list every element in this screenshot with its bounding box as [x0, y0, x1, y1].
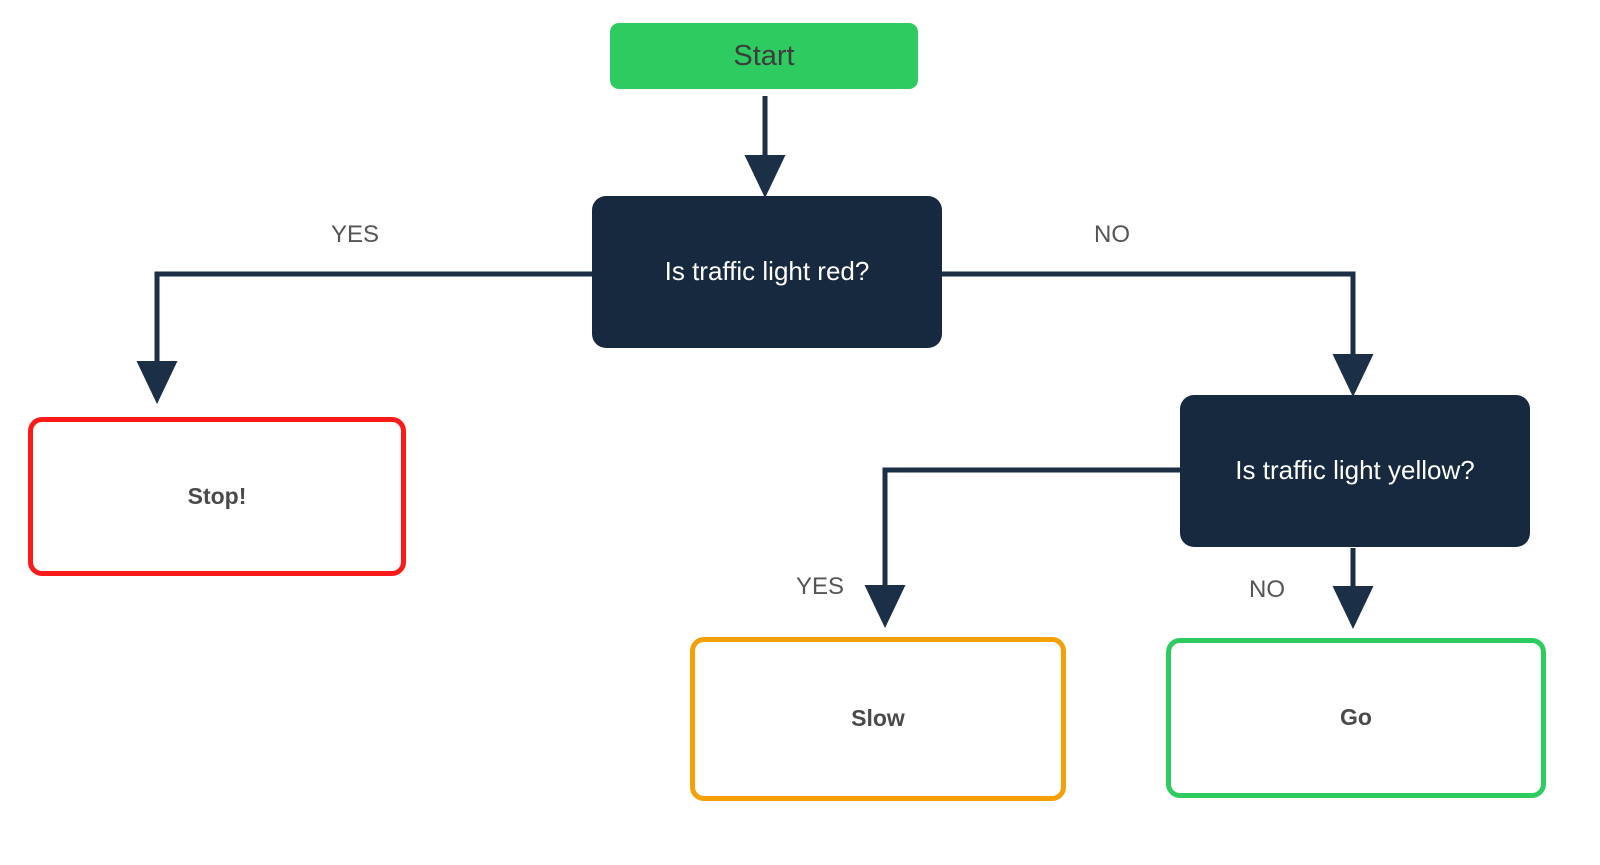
edge-decision-red-no-to-decision-yellow: [941, 271, 1374, 398]
node-terminal-go[interactable]: Go: [1166, 638, 1546, 798]
node-terminal-stop[interactable]: Stop!: [28, 417, 406, 576]
edge-label-red-no: NO: [1094, 221, 1130, 248]
node-decision-is-traffic-light-red[interactable]: Is traffic light red?: [592, 196, 942, 348]
edge-label-red-yes: YES: [331, 221, 380, 248]
node-decision-is-traffic-light-yellow[interactable]: Is traffic light yellow?: [1180, 395, 1530, 547]
edge-decision-red-yes-to-stop: [136, 271, 592, 405]
edge-decision-yellow-yes-to-slow: [864, 467, 1180, 629]
node-start[interactable]: Start: [610, 23, 918, 89]
edge-label-yellow-no: NO: [1249, 576, 1285, 603]
node-terminal-slow[interactable]: Slow: [690, 637, 1066, 801]
edge-label-yellow-yes: YES: [796, 573, 845, 600]
